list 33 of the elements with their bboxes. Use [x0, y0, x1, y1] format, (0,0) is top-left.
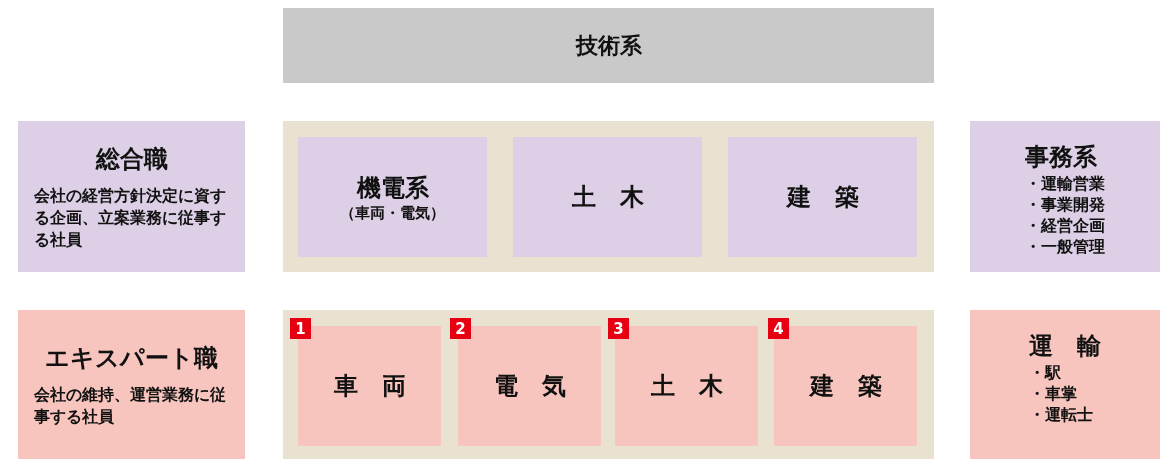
list-item: ・車掌	[1029, 383, 1077, 404]
field-title: 電 気	[493, 371, 566, 402]
job-category-card	[970, 121, 1160, 272]
number-badge: 2	[450, 318, 471, 339]
field-title: 車 両	[333, 371, 406, 402]
category-band	[283, 8, 934, 83]
field-title: 機電系	[356, 172, 429, 204]
group-panel	[283, 310, 934, 459]
field-title: 土 木	[571, 182, 644, 213]
list-item: ・運転士	[1029, 404, 1093, 425]
number-badge: 1	[290, 318, 311, 339]
card-description: 会社の経営方針決定に資する企画、立案業務に従事する社員	[33, 184, 227, 251]
card-title: エキスパート職	[45, 342, 218, 374]
card-title: 事務系	[1025, 142, 1097, 173]
card-description: 会社の維持、運営業務に従事する社員	[33, 383, 227, 428]
number-badge: 4	[768, 318, 789, 339]
field-title: 建 築	[786, 182, 859, 213]
list-item: ・駅	[1029, 362, 1061, 383]
field-title: 土 木	[650, 371, 723, 402]
card-title: 総合職	[95, 143, 168, 175]
list-item: ・事業開発	[1025, 194, 1105, 215]
field-title: 建 築	[809, 371, 882, 402]
number-badge: 3	[608, 318, 629, 339]
card-title: 運 輸	[1029, 331, 1101, 362]
group-panel	[283, 121, 934, 272]
job-category-card	[18, 310, 245, 459]
list-item: ・一般管理	[1025, 236, 1105, 257]
list-item: ・運輸営業	[1025, 173, 1105, 194]
job-category-card	[970, 310, 1160, 459]
job-category-card	[18, 121, 245, 272]
list-item: ・経営企画	[1025, 215, 1105, 236]
field-subtitle: （車両・電気）	[340, 203, 445, 223]
band-title: 技術系	[575, 31, 642, 60]
